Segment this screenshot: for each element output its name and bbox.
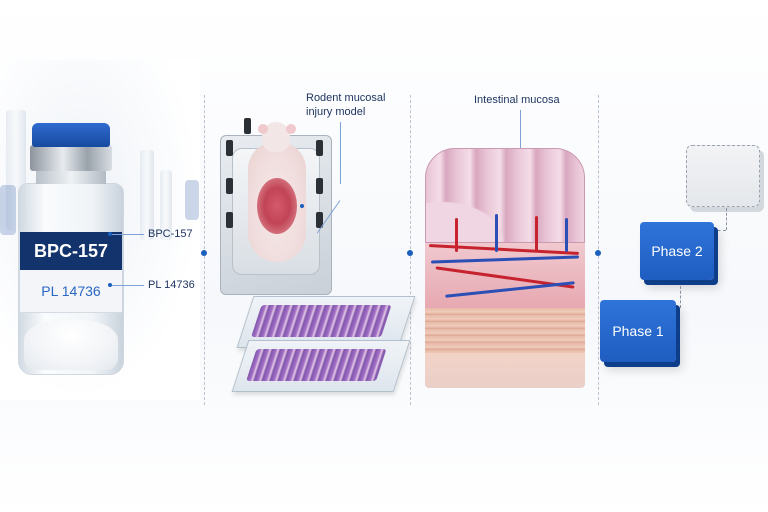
artery <box>535 216 538 252</box>
callout-dot <box>108 232 112 236</box>
phase-1-box: Phase 1 <box>600 300 676 362</box>
background-tube <box>160 170 172 240</box>
mucosa-serosa <box>425 353 585 388</box>
divider-dot <box>407 250 413 256</box>
phase-1-label: Phase 1 <box>612 323 664 339</box>
callout-dot <box>108 283 112 287</box>
phase-connector <box>712 230 726 231</box>
rodent-incision <box>257 178 297 234</box>
divider-dot <box>201 250 207 256</box>
vial-cap <box>32 123 110 147</box>
vial-powder <box>24 320 118 370</box>
artery <box>455 218 458 252</box>
tray-post <box>226 212 233 228</box>
callout-rodent-line1: Rodent mucosal <box>306 92 386 104</box>
phase-2-box: Phase 2 <box>640 222 714 280</box>
tray-post <box>244 118 251 134</box>
future-phase-placeholder <box>686 145 760 207</box>
tissue-section <box>251 305 392 337</box>
phase-2-label: Phase 2 <box>651 243 703 259</box>
background-tube <box>140 150 154 240</box>
tray-post <box>316 178 323 194</box>
vial-label-code: PL 14736 <box>20 270 122 313</box>
callout-line <box>112 285 144 286</box>
mucosa-villi <box>425 148 585 243</box>
mucosa-illustration <box>425 148 585 393</box>
phase-connector <box>726 208 727 230</box>
tissue-section <box>246 349 387 381</box>
divider-dot <box>595 250 601 256</box>
callout-line <box>340 122 341 184</box>
callout-vial-code: PL 14736 <box>148 279 195 291</box>
vial-label-name: BPC-157 <box>20 232 122 270</box>
callout-line <box>520 110 521 158</box>
callout-dot <box>300 204 304 208</box>
vial-neck <box>36 170 106 184</box>
tray-post <box>316 212 323 228</box>
rodent-ear <box>286 124 296 134</box>
vein <box>565 218 568 252</box>
callout-vial-name: BPC-157 <box>148 228 193 240</box>
rodent-ear <box>258 124 268 134</box>
tray-post <box>226 178 233 194</box>
background-rack <box>0 185 16 235</box>
tray-post <box>316 140 323 156</box>
phase-connector <box>680 286 681 308</box>
callout-rodent-line2: injury model <box>306 106 366 118</box>
callout-line <box>112 234 144 235</box>
mucosa-muscle-layer <box>425 308 585 353</box>
tray-post <box>226 140 233 156</box>
vial-crimp <box>30 145 112 171</box>
vein <box>495 214 498 252</box>
background-rack <box>185 180 199 220</box>
callout-mucosa: Intestinal mucosa <box>474 94 560 106</box>
histology-slide <box>231 340 411 392</box>
